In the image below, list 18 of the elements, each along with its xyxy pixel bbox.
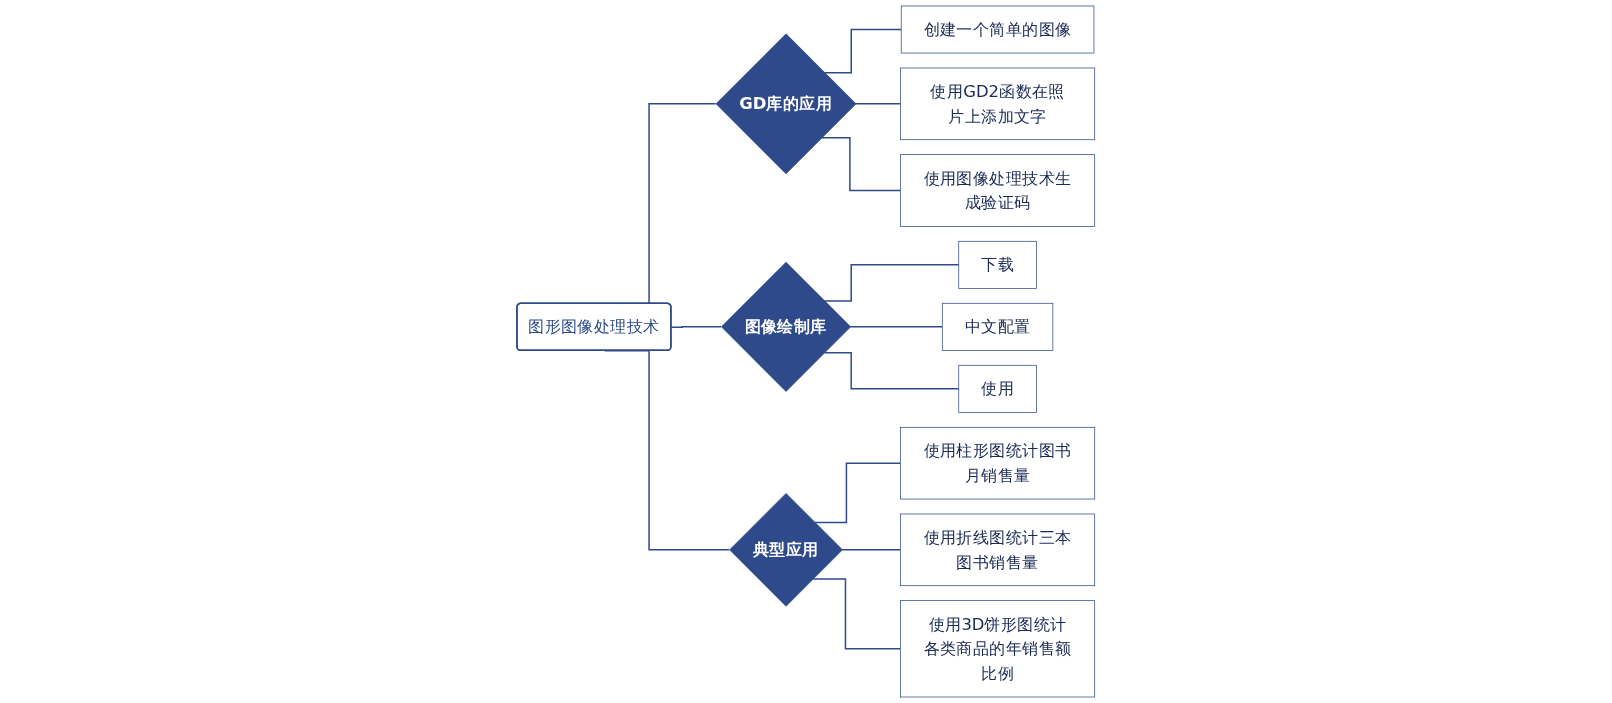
node-box: 创建一个简单的图像 — [901, 5, 1095, 54]
node-box: 中文配置 — [942, 302, 1054, 351]
connector — [849, 326, 944, 328]
node-diamond: 典型应用 — [729, 493, 843, 607]
node-box: 使用折线图统计三本图书销售量 — [900, 513, 1096, 587]
node-box: 使用3D饼形图统计各类商品的年销售额比例 — [900, 600, 1096, 698]
connector — [821, 136, 902, 192]
connector — [855, 103, 902, 105]
node-diamond: 图像绘制库 — [721, 261, 852, 392]
node-box: 使用柱形图统计图书月销售量 — [900, 426, 1096, 500]
node-box: 使用GD2函数在照片上添加文字 — [900, 67, 1096, 141]
node-box: 使用图像处理技术生成验证码 — [900, 154, 1096, 227]
connector — [814, 462, 902, 524]
node-box: 下载 — [958, 240, 1037, 289]
node-diamond: GD库的应用 — [715, 33, 857, 175]
node-box: 使用 — [958, 364, 1037, 413]
connector — [841, 549, 902, 551]
connector — [812, 578, 902, 650]
